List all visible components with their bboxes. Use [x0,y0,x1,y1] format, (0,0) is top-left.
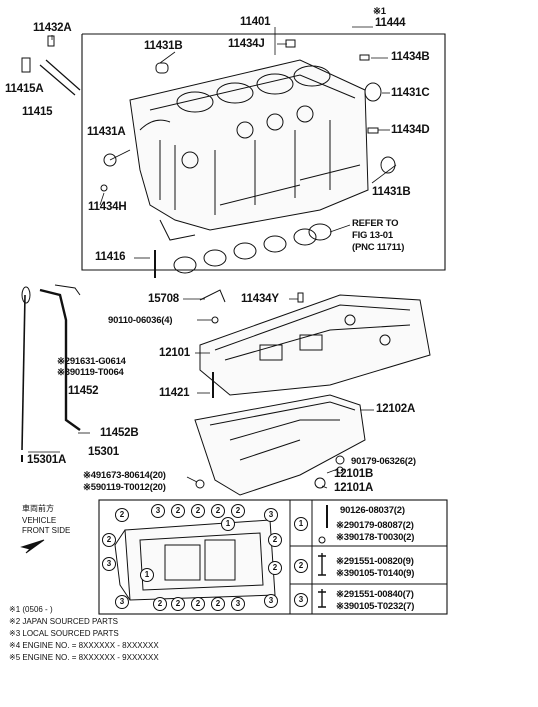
part-label-12102A: 12102A [376,403,416,415]
part-label-11431B-right: 11431B [372,186,411,198]
front-arrow [20,539,45,554]
plug-11431B-top [155,62,169,74]
bolt-table-frame [98,499,448,615]
part-label-11432A: 11432A [33,22,72,34]
bolt-pos-3: 3 [102,557,116,571]
bolt-pos-3: 3 [264,508,278,522]
bolt-pos-2: 2 [191,504,205,518]
orientation-jp: 車両前方 [22,504,54,513]
bolt-pos-2: 2 [268,561,282,575]
part-label-11444: 11444 [375,17,406,29]
part-label-11434H: 11434H [88,201,127,213]
refer-line-1: REFER TO [352,218,399,229]
bolt-pos-2: 2 [231,504,245,518]
note-mark-1: ※1 [373,6,386,17]
oil-pan-lower [194,394,366,496]
footnote-3: ※3 LOCAL SOURCED PARTS [9,629,119,638]
part-label-11431C: 11431C [391,87,430,99]
dipstick-guide [39,288,81,431]
footnote-5: ※5 ENGINE NO. = 8XXXXXX - 9XXXXXX [9,653,159,662]
bolt-pos-2: 2 [115,508,129,522]
table-row-3-number: 3 [294,593,308,607]
part-label-15708: 15708 [148,293,179,305]
table-row-2-part-b: ※390105-T0140(9) [336,568,415,579]
bolt-pos-3: 3 [264,594,278,608]
bolt-pos-2: 2 [211,504,225,518]
part-label-11401: 11401 [240,16,271,28]
bolt-pos-2: 2 [153,597,167,611]
orientation-line-1: VEHICLE [22,516,57,525]
bolt-layout-diagram [114,519,276,601]
part-label-11431B-top: 11431B [144,40,183,52]
table-row-2-part-a: ※291551-00820(9) [336,556,414,567]
part-label-91673-80614: ※491673-80614(20) [83,470,166,481]
dipstick [21,294,26,451]
part-label-11415: 11415 [22,106,53,118]
table-row-1-part-a: 90126-08037(2) [340,505,405,516]
orientation-line-2: FRONT SIDE [22,526,71,535]
part-label-11434D: 11434D [391,124,430,136]
bolt-pos-1: 1 [140,568,154,582]
bolt-pos-3: 3 [151,504,165,518]
part-label-90110-06036: 90110-06036(4) [108,315,173,326]
part-label-11452B: 11452B [100,427,139,439]
bolt-pos-3: 3 [231,597,245,611]
part-label-11416: 11416 [95,251,126,263]
bolt-pos-3: 3 [115,595,129,609]
part-label-11421: 11421 [159,387,190,399]
bolt-pos-2: 2 [268,533,282,547]
bolt-pos-2: 2 [171,597,185,611]
part-label-15301: 15301 [88,446,119,458]
table-row-2-number: 2 [294,559,308,573]
crank-bearings [159,219,332,274]
part-label-11434J: 11434J [228,38,265,50]
table-row-1-part-b: ※290179-08087(2) [336,520,414,531]
bolt-pos-2: 2 [171,504,185,518]
leader-lines [51,26,397,259]
table-row-3-part-b: ※390105-T0232(7) [336,601,415,612]
table-row-3-part-a: ※291551-00840(7) [336,589,414,600]
refer-line-3: (PNC 11711) [352,242,405,253]
block-frame [81,33,446,271]
footnote-4: ※4 ENGINE NO. = 8XXXXXX - 8XXXXXX [9,641,159,650]
part-label-11431A: 11431A [87,126,126,138]
footnote-1: ※1 (0506 - ) [9,605,53,614]
part-label-15301A: 15301A [27,454,67,466]
footnote-2: ※2 JAPAN SOURCED PARTS [9,617,118,626]
cylinder-block [129,59,369,231]
pipe-11415 [39,59,81,96]
part-label-11452: 11452 [68,385,99,397]
part-label-91631-G0614: ※291631-G0614 [57,356,126,367]
part-label-11415A: 11415A [5,83,44,95]
part-label-11434Y: 11434Y [241,293,279,305]
table-row-1-part-c: ※390178-T0030(2) [336,532,415,543]
bolt-pos-2: 2 [191,597,205,611]
part-label-90119-T0012: ※590119-T0012(20) [83,482,166,493]
refer-line-2: FIG 13-01 [352,230,393,241]
bolt-pos-2: 2 [102,533,116,547]
table-row-1-number: 1 [294,517,308,531]
part-label-90179-06326: 90179-06326(2) [351,456,416,467]
bolt-pos-1: 1 [221,517,235,531]
bolt-pos-2: 2 [211,597,225,611]
part-label-90119-T0064: ※390119-T0064 [57,367,124,378]
part-label-12101: 12101 [159,347,190,359]
part-label-11434B: 11434B [391,51,430,63]
oil-pan-upper [199,294,431,396]
part-label-12101B: 12101B [334,468,374,480]
part-label-12101A: 12101A [334,482,374,494]
